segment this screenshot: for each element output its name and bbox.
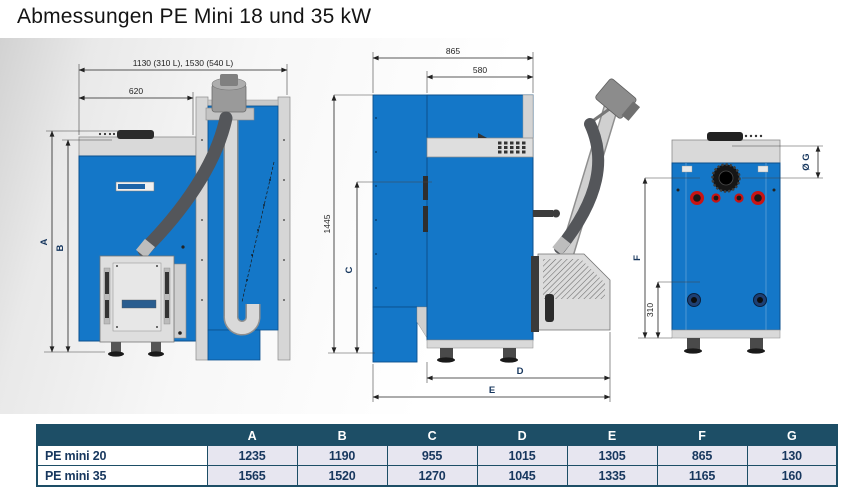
value-cell: 1165 [656, 465, 748, 487]
page-title: Abmessungen PE Mini 18 und 35 kW [17, 5, 372, 28]
hose-collar [135, 238, 156, 259]
column-header-d: D [476, 424, 568, 446]
value-cell: 1335 [566, 465, 658, 487]
column-header-f: F [656, 424, 748, 446]
boiler-side [372, 94, 560, 363]
auger-motor-side [595, 78, 641, 121]
back-dimensions: F 310 Ø G [632, 145, 823, 339]
value-cell: 1235 [206, 445, 298, 466]
value-cell: 865 [656, 445, 748, 466]
value-cell: 1015 [476, 445, 568, 466]
side-dimensions: 865 580 1445 C D E [322, 46, 611, 402]
dim-height-total: 1445 [322, 214, 332, 233]
dim-depth-total: 865 [446, 46, 460, 56]
burner-label-plate [121, 299, 157, 309]
column-header-g: G [746, 424, 838, 446]
value-cell: 955 [386, 445, 478, 466]
value-cell: 1565 [206, 465, 298, 487]
dim-depth-e: E [489, 385, 495, 396]
burner-unit-front [99, 255, 187, 357]
dim-height-c: C [344, 266, 355, 273]
value-cell: 1045 [476, 465, 568, 487]
dim-depth-d: D [517, 366, 524, 377]
brand-logo-plate [115, 181, 155, 192]
flue-outlet [711, 163, 741, 193]
table-corner-cell [36, 424, 208, 446]
dim-total-width: 1130 (310 L), 1530 (540 L) [133, 58, 234, 68]
auger-motor-front [205, 74, 255, 121]
carry-handle [117, 130, 154, 139]
column-header-c: C [386, 424, 478, 446]
column-header-b: B [296, 424, 388, 446]
pellet-hose-front [137, 111, 233, 257]
dim-height-b: B [55, 244, 66, 251]
carry-handle-back [707, 132, 743, 141]
row-label: PE mini 20 [36, 445, 208, 466]
dim-boiler-width: 620 [129, 86, 143, 96]
column-header-e: E [566, 424, 658, 446]
row-label: PE mini 35 [36, 465, 208, 487]
side-view: 865 580 1445 C D E [322, 46, 641, 402]
table-header-row: A B C D E F G [36, 424, 838, 446]
front-dimensions: 1130 (310 L), 1530 (540 L) 620 A B [39, 58, 288, 353]
front-view: 1130 (310 L), 1530 (540 L) 620 A B [39, 58, 291, 361]
dim-height-a: A [39, 238, 50, 245]
column-header-a: A [206, 424, 298, 446]
value-cell: 130 [746, 445, 838, 466]
value-cell: 1520 [296, 465, 388, 487]
dim-depth-top: 580 [473, 65, 487, 75]
back-view: F 310 Ø G [632, 132, 823, 354]
pellet-hose-side [554, 118, 605, 254]
dimensions-table: A B C D E F G PE mini 20 1235 1190 955 1… [36, 424, 838, 487]
pellet-hopper-front [195, 96, 291, 361]
value-cell: 1270 [386, 465, 478, 487]
dim-conn-height: 310 [645, 303, 655, 317]
return-connections [687, 293, 767, 307]
hopper-slope-edge [241, 161, 275, 303]
boiler-back [671, 132, 781, 354]
burner-unit-side [531, 253, 611, 332]
value-cell: 1305 [566, 445, 658, 466]
value-cell: 1190 [296, 445, 388, 466]
table-row-pe-mini-35: PE mini 35 1565 1520 1270 1045 1335 1165… [36, 465, 838, 487]
table-row-pe-mini-20: PE mini 20 1235 1190 955 1015 1305 865 1… [36, 445, 838, 466]
dim-flue-diameter: Ø G [801, 153, 812, 170]
value-cell: 160 [746, 465, 838, 487]
pipe-stub [533, 210, 553, 217]
heating-connections [690, 191, 765, 205]
door-handle [423, 176, 428, 200]
control-panel [426, 133, 534, 158]
dim-height-f: F [632, 255, 643, 261]
